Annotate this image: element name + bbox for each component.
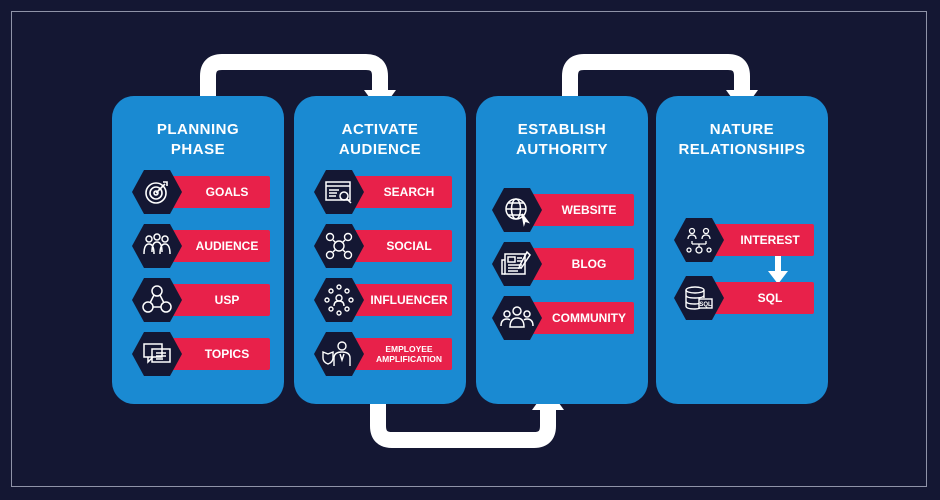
influencer-icon [312,276,366,324]
connector-arrow-3-4 [562,54,750,98]
stage-card-activate: ACTIVATE AUDIENCE SEARCH SOCIAL INFLUENC… [294,96,466,404]
stage-title: ESTABLISH AUTHORITY [516,121,608,158]
item-employee-amplification[interactable]: EMPLOYEE AMPLIFICATION [312,332,452,376]
item-label: SEARCH [383,184,435,199]
item-label: TOPICS [204,346,250,361]
blog-icon [490,240,544,288]
stage-card-establish: ESTABLISH AUTHORITY WEBSITE BLOG COMMUNI… [476,96,648,404]
globe-icon [490,186,544,234]
item-label: AUDIENCE [195,238,259,253]
stage-title: PLANNING PHASE [156,121,240,158]
stage-title: NATURE RELATIONSHIPS [678,121,806,158]
item-label: WEBSITE [561,202,617,217]
connector-arrow-1-2 [200,54,388,98]
item-label: SQL [757,290,783,305]
item-audience[interactable]: AUDIENCE [130,224,270,268]
community-icon [490,294,544,342]
item-label: BLOG [571,256,607,271]
item-label: EMPLOYEE AMPLIFICATION [376,344,442,364]
employee-icon [312,330,366,378]
item-goals[interactable]: GOALS [130,170,270,214]
item-influencer[interactable]: INFLUENCER [312,278,452,322]
item-topics[interactable]: TOPICS [130,332,270,376]
item-label: INTEREST [740,232,800,247]
interest-icon [672,216,726,264]
item-search[interactable]: SEARCH [312,170,452,214]
item-usp[interactable]: USP [130,278,270,322]
item-label: COMMUNITY [552,310,626,325]
item-website[interactable]: WEBSITE [490,188,634,232]
database-icon: SQL [672,274,726,322]
target-icon [130,168,184,216]
group-icon [130,222,184,270]
search-icon [312,168,366,216]
item-community[interactable]: COMMUNITY [490,296,634,340]
item-interest[interactable]: INTEREST [672,218,814,262]
item-label: USP [214,292,240,307]
item-social[interactable]: SOCIAL [312,224,452,268]
social-icon [312,222,366,270]
item-label: SOCIAL [386,238,432,253]
down-arrow-icon [768,256,788,284]
item-label: GOALS [205,184,249,199]
chat-icon [130,330,184,378]
outer-frame [11,11,927,487]
stage-title: ACTIVATE AUDIENCE [338,121,422,158]
svg-text:SQL: SQL [699,302,712,308]
network-icon [130,276,184,324]
item-blog[interactable]: BLOG [490,242,634,286]
stage-card-nature: NATURE RELATIONSHIPS INTEREST SQL SQL [656,96,828,404]
connector-arrow-2-3 [370,402,556,448]
stage-card-planning: PLANNING PHASE GOALS AUDIENCE USP TOPIC [112,96,284,404]
item-sql[interactable]: SQL SQL [672,276,814,320]
item-label: INFLUENCER [370,292,448,307]
